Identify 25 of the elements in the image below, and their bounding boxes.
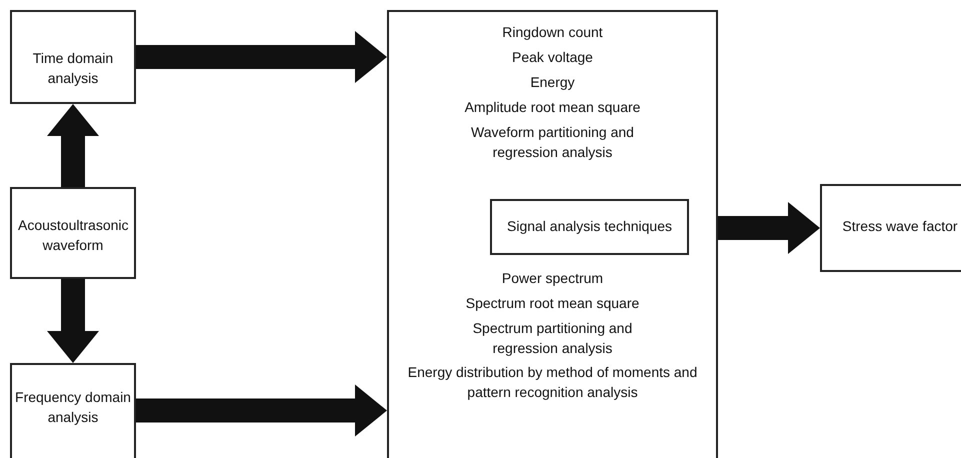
- block-arrow: [718, 202, 820, 254]
- node-text: Power spectrum: [500, 269, 604, 288]
- node-text: Waveform partitioning and regression analysis: [470, 123, 635, 162]
- block-arrow: [47, 104, 99, 187]
- node-text: Spectrum partitioning and regression analysis: [472, 319, 634, 358]
- block-arrow: [136, 31, 387, 83]
- technique-box: [490, 199, 689, 255]
- process-box: [387, 10, 718, 458]
- node-text: Frequency domain analysis: [14, 388, 132, 427]
- node-text: Ringdown count: [501, 23, 604, 42]
- node-text: Energy distribution by method of moments and pattern recognition analysis: [406, 363, 698, 402]
- node-text: Amplitude root mean square: [464, 98, 642, 117]
- node-text: Energy: [529, 73, 576, 92]
- node-text: Stress wave factor: [841, 217, 959, 236]
- block-arrow: [47, 279, 99, 363]
- process-box: [10, 187, 136, 279]
- node-text: Signal analysis techniques: [506, 217, 673, 236]
- node-text: Spectrum root mean square: [464, 294, 640, 313]
- node-text: Time domain analysis: [32, 49, 114, 88]
- process-box: [10, 10, 136, 104]
- process-box: [820, 184, 961, 272]
- node-text: Acoustoultrasonic waveform: [18, 216, 128, 255]
- process-box: [10, 363, 136, 458]
- block-arrow: [136, 384, 387, 436]
- node-text: Peak voltage: [511, 48, 594, 67]
